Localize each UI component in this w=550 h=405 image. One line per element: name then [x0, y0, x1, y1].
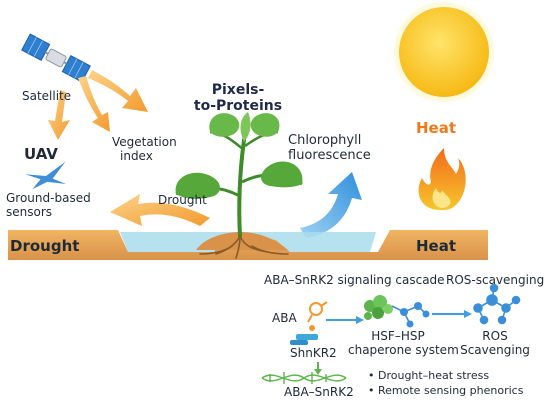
chlorophyll-fluorescence-label: Chlorophyll fluorescence — [288, 133, 371, 163]
ros-molecule-icon — [473, 283, 521, 325]
drought-arrow-label: Drought — [158, 193, 207, 207]
drone-icon — [25, 161, 67, 190]
aba-label: ABA — [272, 311, 297, 325]
aba-snrk2-label: ABA–SnRK2 — [284, 385, 354, 399]
bullet-item: • Drought–heat stress — [368, 369, 490, 382]
hsf-hsp-label: HSF–HSP chaperone system — [348, 329, 459, 357]
shnkr2-protein-icon — [290, 325, 318, 345]
hsf-hsp-molecule-icon — [364, 295, 430, 328]
shnkr2-label: ShnKR2 — [290, 346, 337, 360]
flame-icon — [418, 148, 466, 210]
heat-band-label: Heat — [416, 237, 457, 255]
satellite-label: Satellite — [22, 89, 72, 103]
diagram-title: Pixels- to-Proteins — [193, 82, 283, 115]
vegetation-index-label: Vegetation index — [112, 135, 177, 163]
bullet-item: • Remote sensing phenorics — [368, 383, 524, 397]
dna-icon — [261, 372, 347, 384]
arrow-satellite-uav — [48, 90, 70, 140]
heat-top-label: Heat — [416, 119, 457, 137]
sun-icon — [394, 2, 494, 102]
drought-band-label: Drought — [10, 237, 80, 255]
arrow-chlorophyll — [300, 172, 362, 238]
uav-label: UAV — [24, 145, 58, 163]
ros-label: ROS Scavenging — [460, 329, 530, 357]
arrow-satellite-center — [88, 70, 148, 112]
satellite-icon — [21, 33, 91, 83]
arrow-drought — [110, 194, 210, 226]
ros-scavenging-title: ROS-scavenging — [446, 273, 545, 287]
bullet-list: • Drought–heat stress • Remote sensing p… — [368, 369, 524, 397]
aba-cascade-label: ABA–SnRK2 signaling cascade — [264, 273, 445, 287]
plant-icon — [175, 112, 303, 259]
orange-arrows — [48, 70, 210, 226]
arrow-satellite-vegetation — [78, 76, 110, 132]
aba-molecule-icon — [307, 301, 328, 323]
ground-sensors-label: Ground-based sensors — [6, 191, 91, 219]
